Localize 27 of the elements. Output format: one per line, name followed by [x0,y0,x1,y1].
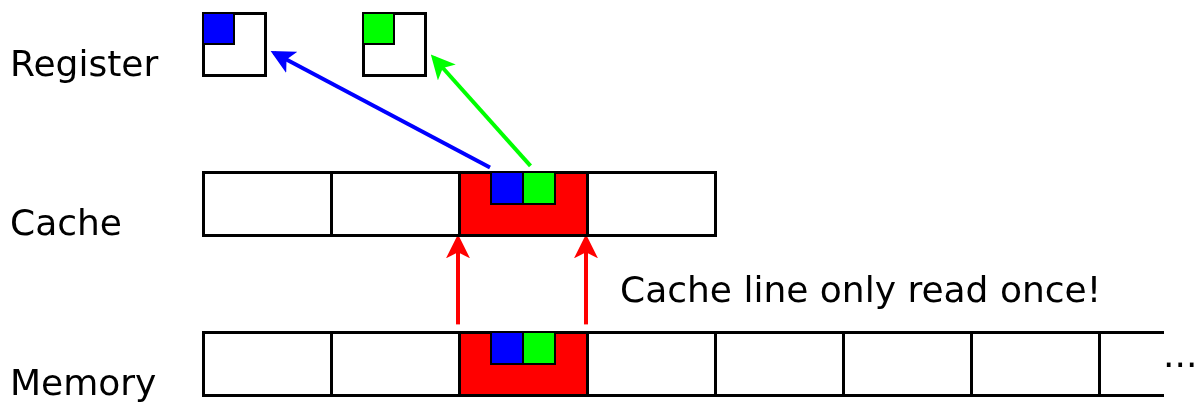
register-box [362,12,427,77]
cache-cell [458,171,589,237]
cache-cell [202,171,333,237]
memory-cell [1098,331,1164,397]
ellipsis: ... [1163,335,1196,375]
data-square [362,12,395,45]
memory-cell [330,331,461,397]
memory-cell [842,331,973,397]
arrow [270,51,491,170]
memory-cell [202,331,333,397]
cache-cell [330,171,461,237]
memory-cell [458,331,589,397]
data-square [522,331,556,365]
data-square [490,331,524,365]
note-text: Cache line only read once! [620,270,1102,310]
memory-cell [586,331,717,397]
layer-label: Register [10,44,159,84]
register-box [202,12,267,77]
memory-cell [714,331,845,397]
arrow [430,54,532,168]
data-square [490,171,524,205]
memory-cell [970,331,1101,397]
data-square [522,171,556,205]
layer-label: Cache [10,203,122,243]
layer-label: Memory [10,363,157,403]
cache-cell [586,171,717,237]
data-square [202,12,235,45]
